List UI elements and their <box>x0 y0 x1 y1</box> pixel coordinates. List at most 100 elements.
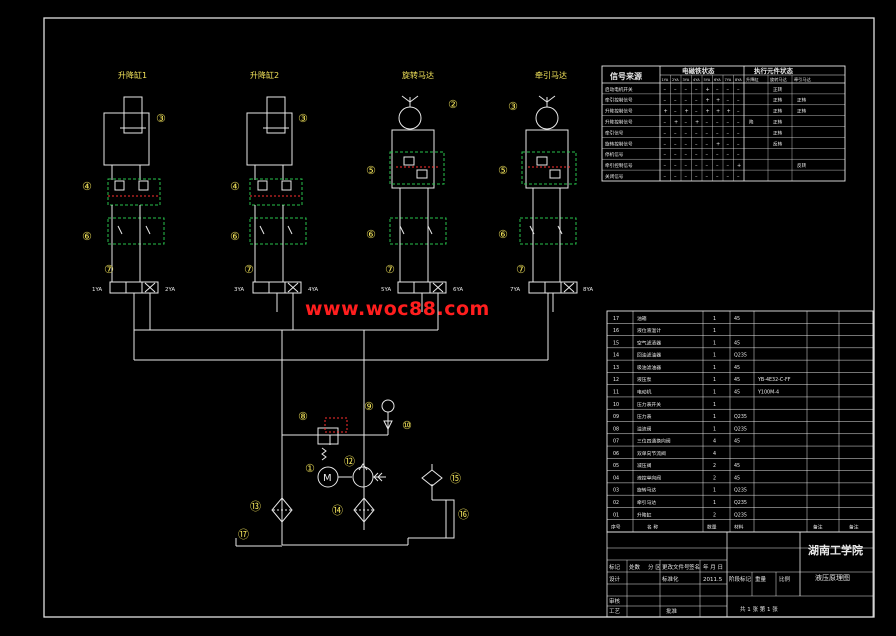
parts-list-cell: Q235 <box>734 500 747 506</box>
parts-list-cell: 油箱 <box>637 315 647 322</box>
parts-list-cell: 11 <box>613 390 619 396</box>
svg-text:⑧: ⑧ <box>298 410 308 423</box>
signal-table-cell: – <box>737 130 740 136</box>
parts-list-cell: 升降缸 <box>637 511 652 518</box>
parts-list-cell: 牵引马达 <box>637 499 656 506</box>
signal-table-cell: – <box>685 87 688 93</box>
parts-list-cell: 液压泵 <box>637 376 652 383</box>
signal-table-cell: – <box>695 109 698 115</box>
signal-table-cell: – <box>737 152 740 158</box>
relief-valve-symbol <box>317 427 339 445</box>
signal-table-cell: – <box>685 152 688 158</box>
signal-table-cell: 正转 <box>797 97 807 104</box>
svg-text:⑦: ⑦ <box>516 263 526 276</box>
parts-list-cell: 三位四通换向阀 <box>637 438 671 445</box>
signal-table-cell: – <box>716 130 719 136</box>
watermark: www.woc88.com <box>305 298 490 320</box>
parts-list-cell: Q235 <box>734 488 747 494</box>
drawing-name: 液压原理图 <box>815 573 850 582</box>
signal-table-cell: 1YA <box>662 78 669 82</box>
signal-table-cell: 3YA <box>683 78 690 82</box>
title-traction-motor: 牵引马达 <box>535 70 567 80</box>
svg-text:阶段标记: 阶段标记 <box>729 575 752 583</box>
signal-table-cell: – <box>737 120 740 126</box>
parts-list-cell: 1 <box>713 340 716 346</box>
signal-table-cell: + <box>706 87 710 93</box>
parts-list-cell: 1 <box>713 426 716 432</box>
signal-table-cell: – <box>706 152 709 158</box>
signal-table-cell: 牵引信号 <box>605 129 624 136</box>
signal-table-cell: – <box>716 152 719 158</box>
svg-text:3YA: 3YA <box>234 287 244 293</box>
parts-list-cell: 45 <box>734 365 740 371</box>
signal-table-cell: 升降控制信号 <box>605 108 633 115</box>
signal-table-cell: – <box>685 141 688 147</box>
parts-list-cell: 1 <box>713 500 716 506</box>
parts-list-cell: Y100M-4 <box>757 390 779 396</box>
signal-table-cell: – <box>727 174 730 180</box>
suction-filter-symbol <box>271 497 293 523</box>
signal-table-cell: 反转 <box>773 140 783 147</box>
parts-list-cell: 01 <box>613 512 619 518</box>
signal-table-cell: – <box>727 98 730 104</box>
parts-list-cell: 17 <box>613 316 619 322</box>
signal-table-cell: 6YA <box>714 78 721 82</box>
parts-list-cell: 4 <box>713 451 716 457</box>
svg-text:更改文件号: 更改文件号 <box>662 563 690 571</box>
parts-list-cell: 2 <box>713 475 716 481</box>
svg-text:工艺: 工艺 <box>609 608 621 615</box>
parts-list-cell: 45 <box>734 390 740 396</box>
parts-list-cell: 45 <box>734 340 740 346</box>
signal-table-cell: 旋转控制信号 <box>605 140 633 147</box>
signal-table-cell: 升降控制信号 <box>605 119 633 126</box>
parts-list-cell: 溢流阀 <box>637 425 652 432</box>
signal-table-cell: 4YA <box>693 78 700 82</box>
parts-list-cell: 04 <box>613 475 619 481</box>
signal-table-cell: – <box>706 163 709 169</box>
air-breather-symbol <box>421 469 443 487</box>
signal-table-cell: – <box>695 98 698 104</box>
parts-list-cell: 空气滤清器 <box>637 339 661 346</box>
svg-text:批准: 批准 <box>666 607 678 615</box>
svg-text:处数: 处数 <box>629 563 641 571</box>
svg-text:重量: 重量 <box>755 575 767 583</box>
signal-table-cell: – <box>727 152 730 158</box>
svg-text:7YA: 7YA <box>510 287 520 293</box>
signal-table-cell: + <box>706 98 710 104</box>
signal-table-cell: 2YA <box>672 78 679 82</box>
parts-list-cell: 1 <box>713 365 716 371</box>
signal-table-cell: – <box>716 174 719 180</box>
parts-list-cell: Q235 <box>734 512 747 518</box>
parts-list-cell: 16 <box>613 328 619 334</box>
signal-table-cell: 旋转马达 <box>770 76 788 83</box>
svg-text:分 区: 分 区 <box>648 563 661 571</box>
signal-table-cell: 牵引控制信号 <box>605 162 633 169</box>
school-name: 湖南工学院 <box>808 543 863 557</box>
parts-list-cell: 减压阀 <box>637 462 652 469</box>
svg-text:M: M <box>323 473 332 484</box>
signal-table-cell: + <box>706 109 710 115</box>
parts-list-cell: 09 <box>613 414 619 420</box>
signal-table-cell: 执行元件状态 <box>754 66 794 75</box>
parts-list-cell: 名 称 <box>647 524 658 531</box>
svg-text:标准化: 标准化 <box>662 575 679 583</box>
signal-table-cell: – <box>664 130 667 136</box>
parts-list-cell: 03 <box>613 488 619 494</box>
return-filter-symbol <box>353 497 375 523</box>
power-unit: M <box>235 399 455 547</box>
parts-list-cell: 双单向节流阀 <box>637 450 666 457</box>
signal-table-cell: – <box>674 152 677 158</box>
title-block-text: 湖南工学院 液压原理图 标记 处数 分 区 更改文件号 签名 年 月 日 设计 … <box>609 543 863 615</box>
parts-list-cell: YB-4E32-C-FF <box>757 377 791 383</box>
parts-list-cell: 45 <box>734 377 740 383</box>
svg-text:设计: 设计 <box>609 575 621 583</box>
signal-table-cell: + <box>737 163 741 169</box>
svg-text:年 月 日: 年 月 日 <box>703 563 723 571</box>
signal-table-cell: – <box>685 120 688 126</box>
signal-table-cell: 升降缸 <box>746 76 759 83</box>
signal-table-cell: – <box>695 152 698 158</box>
title-block <box>606 531 874 618</box>
parts-list-cell: 45 <box>734 463 740 469</box>
